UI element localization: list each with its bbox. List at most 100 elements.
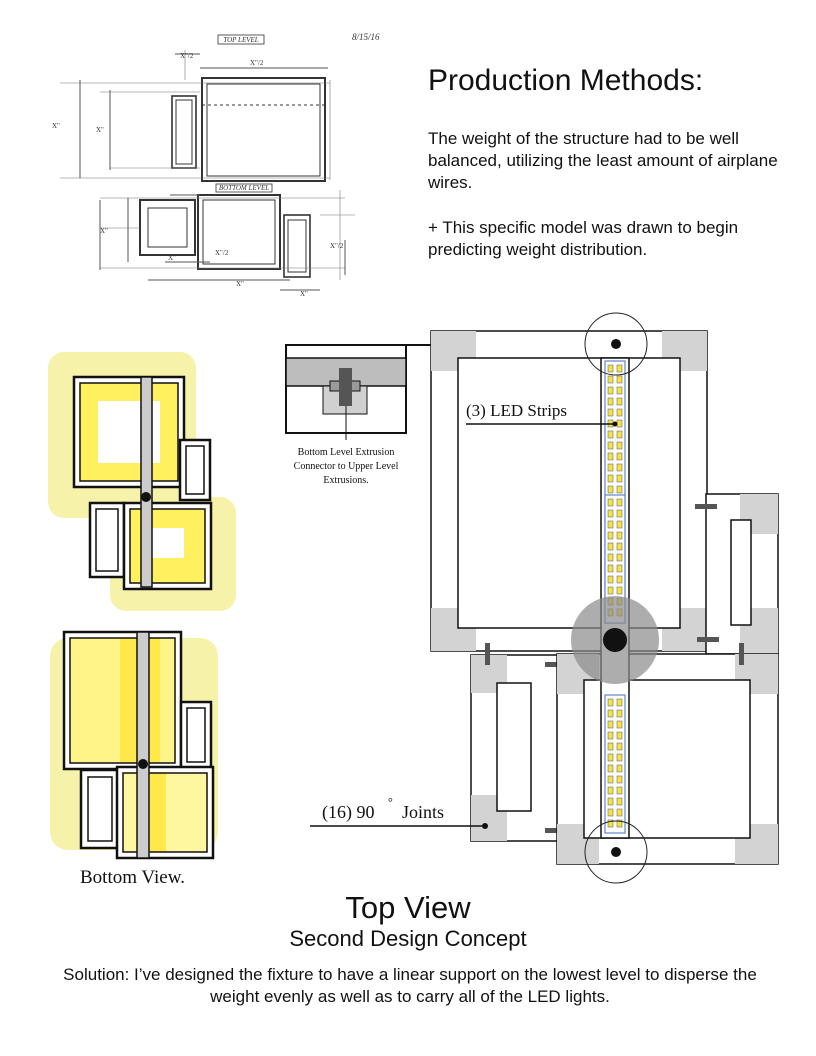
led-chip [607, 819, 614, 828]
led-chip [616, 553, 623, 562]
led-chip [607, 408, 614, 417]
hanging-ring [584, 312, 648, 376]
joints-degree: ° [388, 795, 393, 809]
led-chip [607, 531, 614, 540]
led-chip [607, 474, 614, 483]
led-chip [616, 386, 623, 395]
bottom-view-caption: Bottom View. [80, 867, 185, 888]
sketch-dim: X"/2 [330, 242, 344, 250]
led-chip [607, 553, 614, 562]
solution-text: Solution: I’ve designed the fixture to h… [63, 965, 757, 1006]
frame-small [178, 438, 212, 502]
led-chip [616, 364, 623, 373]
led-chip [616, 698, 623, 707]
led-chip [616, 498, 623, 507]
led-chip [607, 786, 614, 795]
led-chip [616, 397, 623, 406]
hanging-ring [584, 820, 648, 884]
connector-caption-line: Extrusions. [323, 475, 368, 486]
led-chip [616, 764, 623, 773]
joints-label: (16) 90 [322, 802, 375, 823]
led-chip [616, 520, 623, 529]
led-chip [616, 531, 623, 540]
bottom-view-glow-top [48, 352, 236, 611]
sketch-top-label: TOP LEVEL [223, 36, 258, 44]
hanging-point [141, 492, 151, 502]
paragraph-weight: The weight of the structure had to be we… [428, 129, 778, 192]
paragraph-model: + This specific model was drawn to begin… [428, 218, 739, 259]
hanging-point [611, 847, 621, 857]
sketch-dim: X"/2 [180, 52, 194, 60]
led-chip [607, 797, 614, 806]
led-chip [616, 463, 623, 472]
led-chip [616, 575, 623, 584]
led-chip [616, 564, 623, 573]
sketch-dim: X" [100, 227, 108, 235]
hanging-point [603, 628, 627, 652]
pencil-sketch [60, 34, 355, 291]
frame-small [79, 768, 121, 850]
led-chip [607, 720, 614, 729]
joints-suffix: Joints [402, 802, 444, 822]
led-chip [607, 808, 614, 817]
hanging-point [138, 759, 148, 769]
connector-detail [285, 344, 608, 440]
support-bar [140, 376, 153, 588]
led-chip [616, 586, 623, 595]
led-chip [616, 731, 623, 740]
led-chip [616, 509, 623, 518]
sketch-dim: X" [168, 254, 176, 262]
led-chip [616, 786, 623, 795]
led-chip [607, 698, 614, 707]
page-heading: Production Methods: [428, 64, 704, 97]
led-strips [604, 360, 626, 834]
led-chip [616, 419, 623, 428]
led-chip [607, 753, 614, 762]
led-chip [607, 386, 614, 395]
sketch-dim: X" [236, 280, 244, 288]
led-chip [607, 542, 614, 551]
sketch-bottom-label: BOTTOM LEVEL [219, 184, 269, 192]
led-chip [616, 753, 623, 762]
led-strips-label: (3) LED Strips [466, 401, 567, 420]
top-view-plan [310, 312, 779, 884]
led-chip [616, 430, 623, 439]
led-chip [607, 731, 614, 740]
led-chip [607, 441, 614, 450]
view-title: Top View [345, 890, 471, 925]
sketch-dim: X"/2 [250, 59, 264, 67]
led-chip [616, 542, 623, 551]
led-chip [607, 364, 614, 373]
led-chip [607, 509, 614, 518]
led-chip [607, 463, 614, 472]
led-chip [616, 819, 623, 828]
sketch-dim: X" [52, 122, 60, 130]
led-chip [616, 474, 623, 483]
sketch-dim: X" [300, 290, 308, 298]
led-chip [616, 408, 623, 417]
led-chip [616, 375, 623, 384]
sketch-dim: X"/2 [215, 249, 229, 257]
led-chip [607, 742, 614, 751]
led-chip [616, 775, 623, 784]
led-chip [607, 430, 614, 439]
led-chip [616, 720, 623, 729]
led-chip [607, 575, 614, 584]
frame-small [88, 501, 126, 579]
led-chip [616, 797, 623, 806]
led-chip [607, 709, 614, 718]
sketch-date: 8/15/16 [352, 32, 380, 42]
led-chip [607, 586, 614, 595]
view-subtitle: Second Design Concept [289, 926, 527, 951]
led-chip [607, 485, 614, 494]
frame-small [179, 700, 213, 770]
led-chip [607, 375, 614, 384]
connector-caption-line: Connector to Upper Level [294, 461, 399, 472]
sketch-dim: X" [96, 126, 104, 134]
led-chip [607, 397, 614, 406]
led-chip [607, 452, 614, 461]
led-chip [607, 764, 614, 773]
bottom-view-glow-bottom [50, 630, 218, 860]
